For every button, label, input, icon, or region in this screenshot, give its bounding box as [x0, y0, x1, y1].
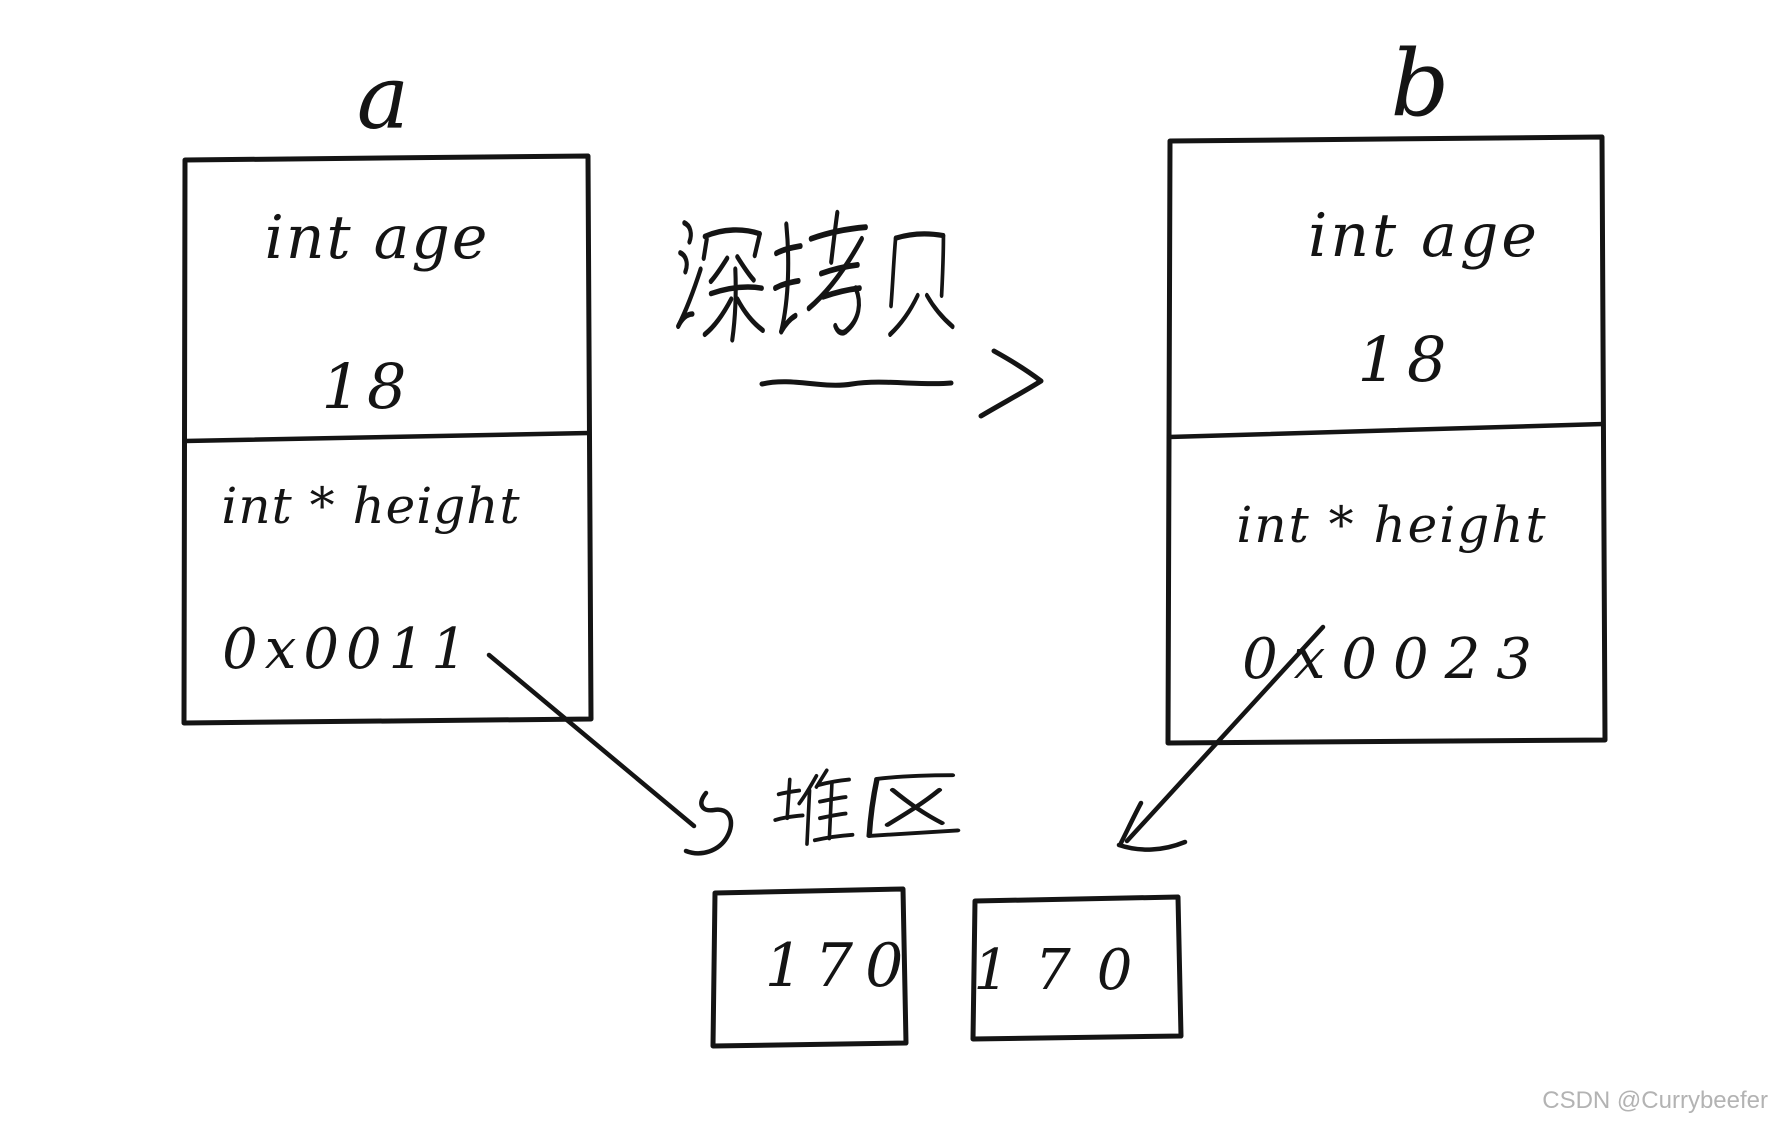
- deep-copy-label-text: 深拷贝: [647, 228, 977, 356]
- object-a-title: a: [357, 46, 409, 149]
- heap-label-text: 堆区: [781, 767, 951, 866]
- arrow-a-to-heap: [486, 652, 734, 856]
- hanzi-dui: [773, 768, 855, 846]
- object-b-field-height-declaration: int * height: [1236, 496, 1547, 554]
- deep-copy-label-strokes: 深拷贝: [647, 209, 977, 356]
- object-a-field-height-value: 0x0011: [222, 617, 474, 682]
- arrow-a-line: [486, 652, 697, 829]
- object-b-field-height-value: 0x0023: [1242, 627, 1548, 692]
- object-a-field-age-declaration: int age: [265, 203, 490, 273]
- hanzi-qu: [866, 773, 961, 838]
- object-a-field-age-value: 18: [322, 350, 413, 423]
- arrow-a-head: [683, 790, 734, 856]
- heap-cell-a-box: [710, 886, 909, 1049]
- object-b-field-age-declaration: int age: [1308, 201, 1540, 271]
- heap-label-strokes: 堆区: [773, 767, 961, 866]
- deep-copy-arrow-underline: [759, 379, 954, 388]
- arrow-b-head-upper: [1118, 800, 1144, 846]
- hanzi-kao: [773, 209, 868, 336]
- arrow-b-to-heap: [1116, 624, 1326, 852]
- heap-cell-b-box: [970, 894, 1184, 1042]
- deep-copy-arrow-chevron: [978, 348, 1044, 419]
- heap-cell-b-value: 170: [974, 938, 1159, 1003]
- object-b-field-age-value: 18: [1358, 323, 1457, 396]
- arrow-b-head-lower: [1116, 839, 1188, 852]
- object-b-divider: [1166, 421, 1606, 440]
- object-b-box: [1165, 134, 1608, 746]
- object-a-field-height-declaration: int * height: [221, 477, 520, 535]
- arrow-b-line: [1124, 624, 1326, 844]
- heap-cell-a-value: 170: [765, 931, 916, 1001]
- object-a-box: [181, 153, 594, 726]
- watermark: CSDN @Currybeefer: [1542, 1087, 1768, 1114]
- object-a-divider: [182, 430, 592, 444]
- object-b-title: b: [1391, 30, 1450, 137]
- hanzi-bei: [888, 231, 955, 337]
- hanzi-shen: [676, 220, 765, 343]
